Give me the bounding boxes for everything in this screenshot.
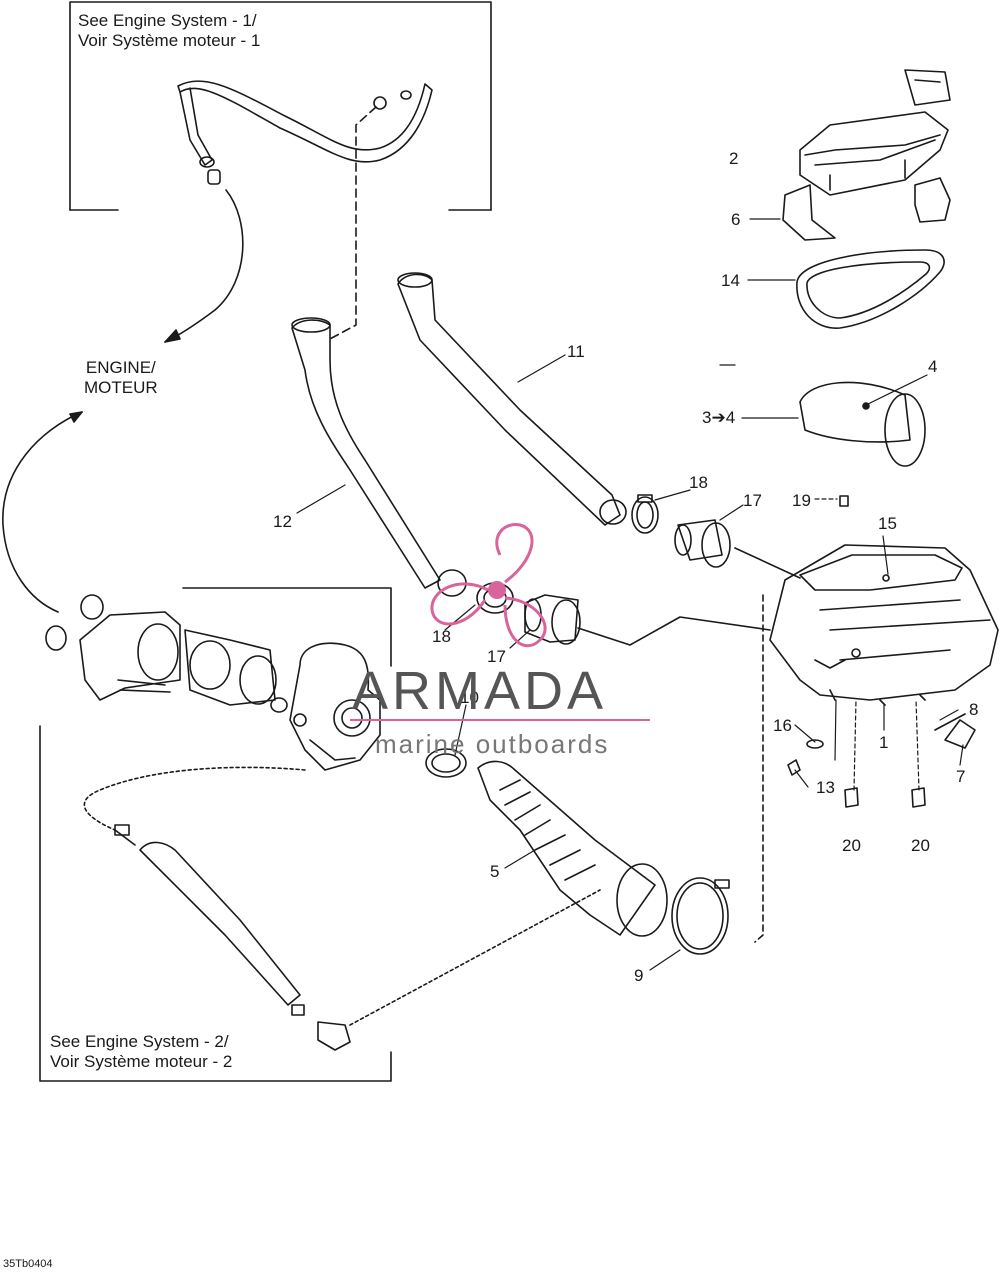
vent-dashed-line: [327, 106, 377, 341]
top-vent-hose: [177, 80, 433, 185]
hose-11: [397, 273, 621, 526]
screw-13: [787, 759, 801, 776]
part-label-6[interactable]: 6: [731, 210, 741, 229]
part-label-19[interactable]: 19: [792, 491, 811, 510]
coupler-17-upper: [674, 519, 731, 568]
arrowhead-engine-1: [164, 329, 181, 343]
note-engine-system-2-line1: See Engine System - 2/: [50, 1032, 229, 1051]
orings: [45, 594, 104, 651]
fastener-19: [839, 495, 849, 507]
part-label-9[interactable]: 9: [634, 966, 644, 985]
part-label-10[interactable]: 10: [460, 688, 479, 707]
gasket-14: [796, 249, 945, 329]
reference-frame-engine-system-1: [69, 1, 492, 211]
reference-frame-engine-system-2: [39, 587, 392, 1082]
part-label-15[interactable]: 15: [878, 514, 897, 533]
part-label-7[interactable]: 7: [956, 767, 966, 786]
note-engine: ENGINE/ MOTEUR: [84, 358, 158, 398]
part-label-8[interactable]: 8: [969, 700, 979, 719]
note-engine-system-1-line1: See Engine System - 1/: [78, 11, 257, 30]
part-label-11[interactable]: 11: [567, 342, 585, 361]
clamp-9: [671, 877, 730, 955]
clamp-10: [425, 748, 467, 778]
part-label-13[interactable]: 13: [816, 778, 835, 797]
leader-to-engine-2: [2, 411, 83, 613]
note-engine-line2: MOTEUR: [84, 378, 158, 397]
washer-16: [806, 739, 824, 749]
drain-line-dashed: [349, 889, 601, 1026]
leader-lines: [296, 218, 964, 971]
leader-to-engine-1: [164, 189, 244, 343]
link-line-17b: [577, 616, 771, 646]
part-label-2[interactable]: 2: [729, 149, 739, 168]
carburetor: [289, 642, 381, 771]
note-engine-system-1-line2: Voir Système moteur - 1: [78, 31, 261, 50]
watermark-title: ARMADA: [352, 661, 608, 721]
arrowhead-engine-2: [69, 411, 83, 423]
part-label-5[interactable]: 5: [490, 862, 500, 881]
pulse-line-dashed: [83, 766, 306, 831]
plug-7-and-clip-8: [934, 713, 976, 749]
note-engine-system-2-line2: Voir Système moteur - 2: [50, 1052, 233, 1071]
hose-12: [291, 319, 441, 589]
part-label-20-right[interactable]: 20: [911, 836, 930, 855]
diagram-code: 35Tb0404: [3, 1258, 53, 1270]
part-label-16[interactable]: 16: [773, 716, 792, 735]
note-engine-line1: ENGINE/: [85, 358, 156, 377]
part-label-1[interactable]: 1: [879, 733, 889, 752]
intake-hose-5: [477, 760, 668, 937]
part-label-18-upper[interactable]: 18: [689, 473, 708, 492]
part-label-12[interactable]: 12: [273, 512, 292, 531]
bottom-hose: [114, 824, 351, 1051]
bolts-20: [844, 787, 926, 808]
part-label-18-lower[interactable]: 18: [432, 627, 451, 646]
airbox-cover-2: [799, 69, 951, 196]
airbox-dashed-line: [754, 594, 764, 943]
note-engine-system-1: See Engine System - 1/ Voir Système mote…: [78, 11, 260, 51]
part-label-17-upper[interactable]: 17: [743, 491, 762, 510]
air-filter-4: [799, 381, 926, 467]
armada-logo: [350, 523, 650, 721]
bracket-6: [782, 177, 951, 241]
part-label-17-lower[interactable]: 17: [487, 647, 506, 666]
part-label-20-left[interactable]: 20: [842, 836, 861, 855]
watermark-subtitle: marine outboards: [375, 729, 610, 759]
airbox-1: [769, 544, 999, 706]
part-label-3-to-4[interactable]: 3➔4: [702, 408, 736, 427]
note-engine-system-2: See Engine System - 2/ Voir Système mote…: [50, 1032, 232, 1072]
link-line-17: [734, 547, 801, 579]
part-label-4[interactable]: 4: [928, 357, 938, 376]
part-label-14[interactable]: 14: [721, 271, 740, 290]
clamp-18-upper: [631, 494, 659, 534]
rubber-boot: [184, 629, 288, 713]
intake-manifold: [79, 611, 181, 701]
coupler-17-lower: [524, 594, 581, 645]
